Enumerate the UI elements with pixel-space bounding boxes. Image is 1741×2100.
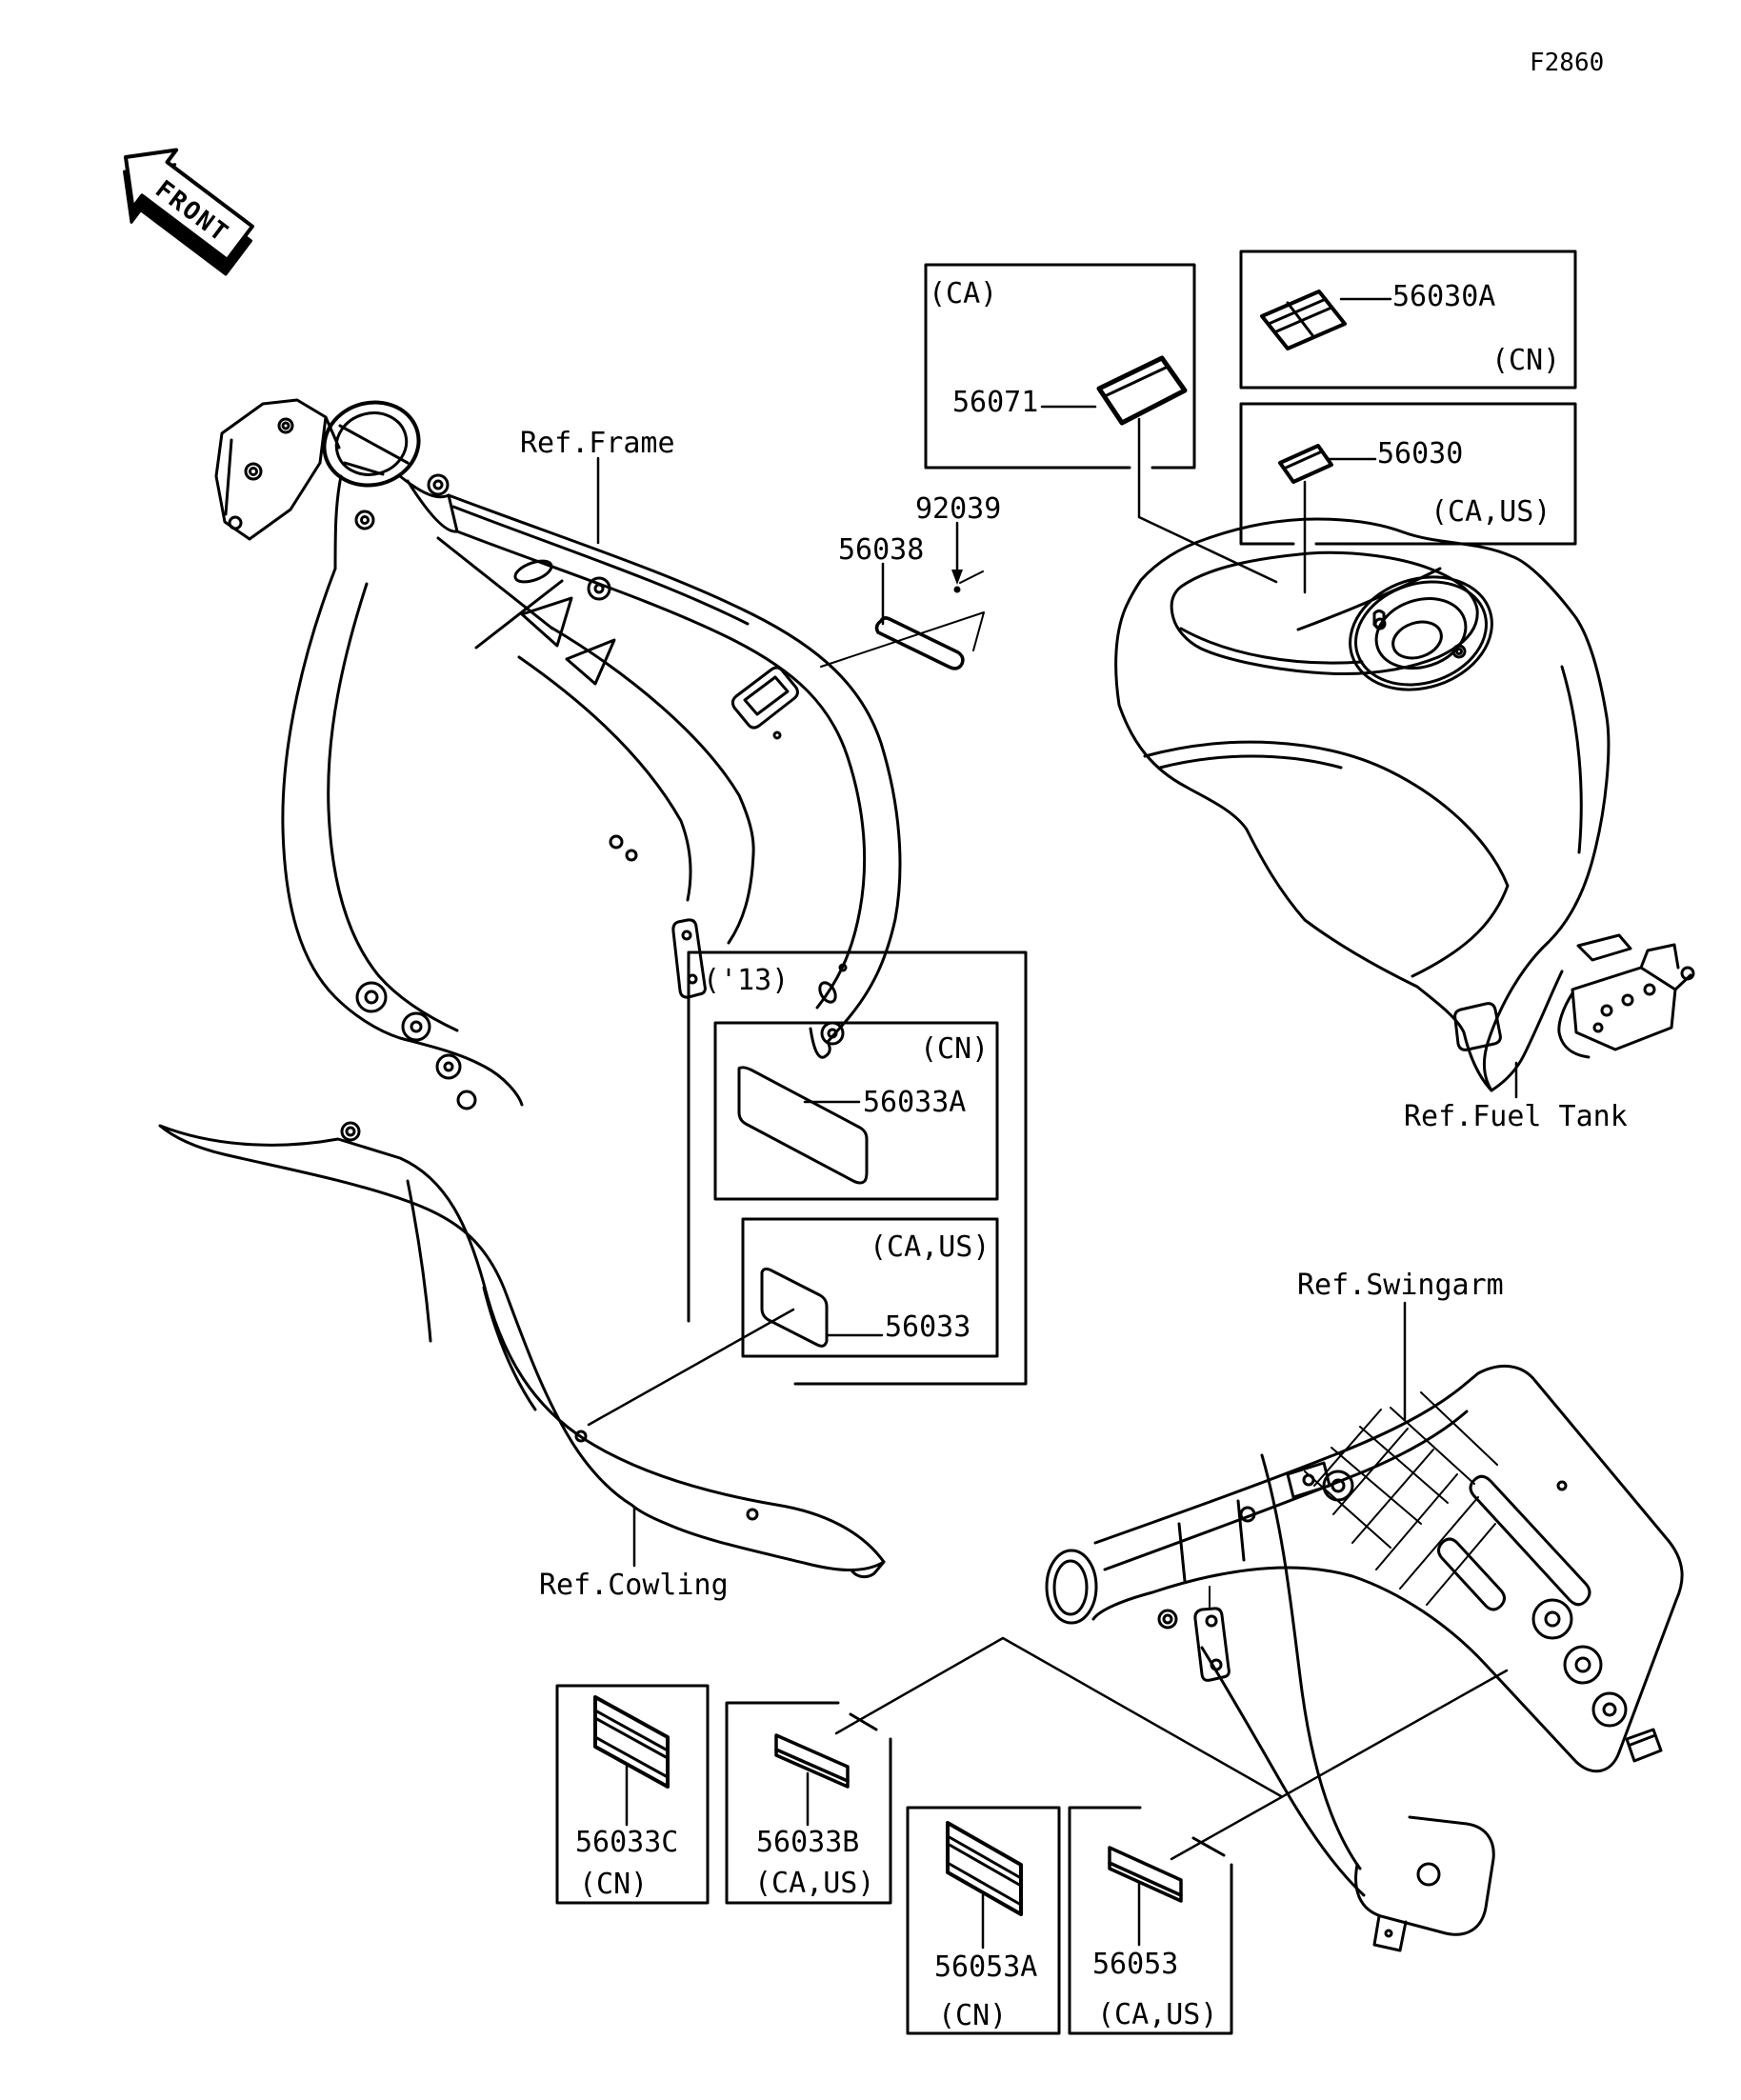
callout-56030: 56030 — [1377, 437, 1464, 470]
fuel-tank-drawing — [1114, 517, 1695, 1092]
diagram-code: F2860 — [1530, 49, 1605, 77]
tag-56053a: (CN) — [938, 1999, 1008, 2032]
ref-frame-label: Ref.Frame — [520, 427, 675, 460]
variant-boxes — [555, 250, 1577, 2035]
sticker-56038-icon — [874, 616, 965, 670]
tag-caus-top: (CA,US) — [1431, 495, 1551, 529]
ref-cowling-label: Ref.Cowling — [539, 1569, 729, 1602]
box-ca — [924, 263, 1196, 470]
callout-56053: 56053 — [1092, 1948, 1179, 1981]
callout-56033b: 56033B — [756, 1826, 860, 1859]
ref-fuel-tank-label: Ref.Fuel Tank — [1404, 1100, 1628, 1133]
sticker-56030a-icon — [1260, 290, 1347, 350]
sticker-56071-icon — [1096, 355, 1188, 426]
box-year13 — [687, 950, 1028, 1386]
sticker-glyphs — [593, 290, 1347, 1916]
tag-ca: (CA) — [929, 277, 998, 310]
sticker-56033a-icon — [737, 1066, 869, 1185]
sticker-56033-icon — [760, 1267, 829, 1348]
callout-56071: 56071 — [952, 386, 1039, 419]
sticker-56033b-icon — [774, 1733, 850, 1789]
swingarm-drawing — [1045, 1364, 1684, 1952]
leader-lines — [587, 297, 1518, 1950]
tag-56033b: (CA,US) — [754, 1867, 875, 1900]
box-year13-caus — [741, 1217, 999, 1358]
callout-56033: 56033 — [885, 1310, 971, 1344]
callout-56030a: 56030A — [1392, 280, 1496, 313]
front-arrow-icon: FRONT — [123, 148, 254, 276]
tag-cn-top: (CN) — [1491, 344, 1561, 377]
box-56033c — [555, 1684, 710, 1905]
tag-year13-caus: (CA,US) — [870, 1230, 991, 1264]
tag-year13-cn: (CN) — [920, 1032, 990, 1066]
sticker-56033c-icon — [593, 1695, 670, 1789]
box-56053a — [906, 1806, 1061, 2035]
box-year13-cn — [713, 1021, 999, 1201]
box-cn-top — [1239, 250, 1577, 390]
callout-56038: 56038 — [838, 533, 925, 567]
box-56033b — [725, 1701, 892, 1905]
tag-year13: ('13) — [703, 964, 790, 997]
tag-56033c: (CN) — [579, 1868, 649, 1901]
sticker-56053a-icon — [946, 1821, 1023, 1916]
tag-56053: (CA,US) — [1097, 1998, 1218, 2031]
box-caus-top — [1239, 402, 1577, 546]
rivet-arrow-icon — [951, 570, 963, 593]
frame-drawing — [214, 398, 902, 1110]
callout-92039: 92039 — [915, 492, 1002, 526]
callout-56053a: 56053A — [934, 1950, 1038, 1984]
cowling-drawing — [158, 1121, 886, 1579]
callout-56033c: 56033C — [575, 1826, 679, 1859]
callout-56033a: 56033A — [863, 1086, 967, 1119]
ref-swingarm-label: Ref.Swingarm — [1297, 1269, 1504, 1302]
box-56053 — [1068, 1806, 1233, 2035]
sticker-56030-icon — [1278, 444, 1333, 484]
sticker-56053-icon — [1108, 1846, 1183, 1903]
